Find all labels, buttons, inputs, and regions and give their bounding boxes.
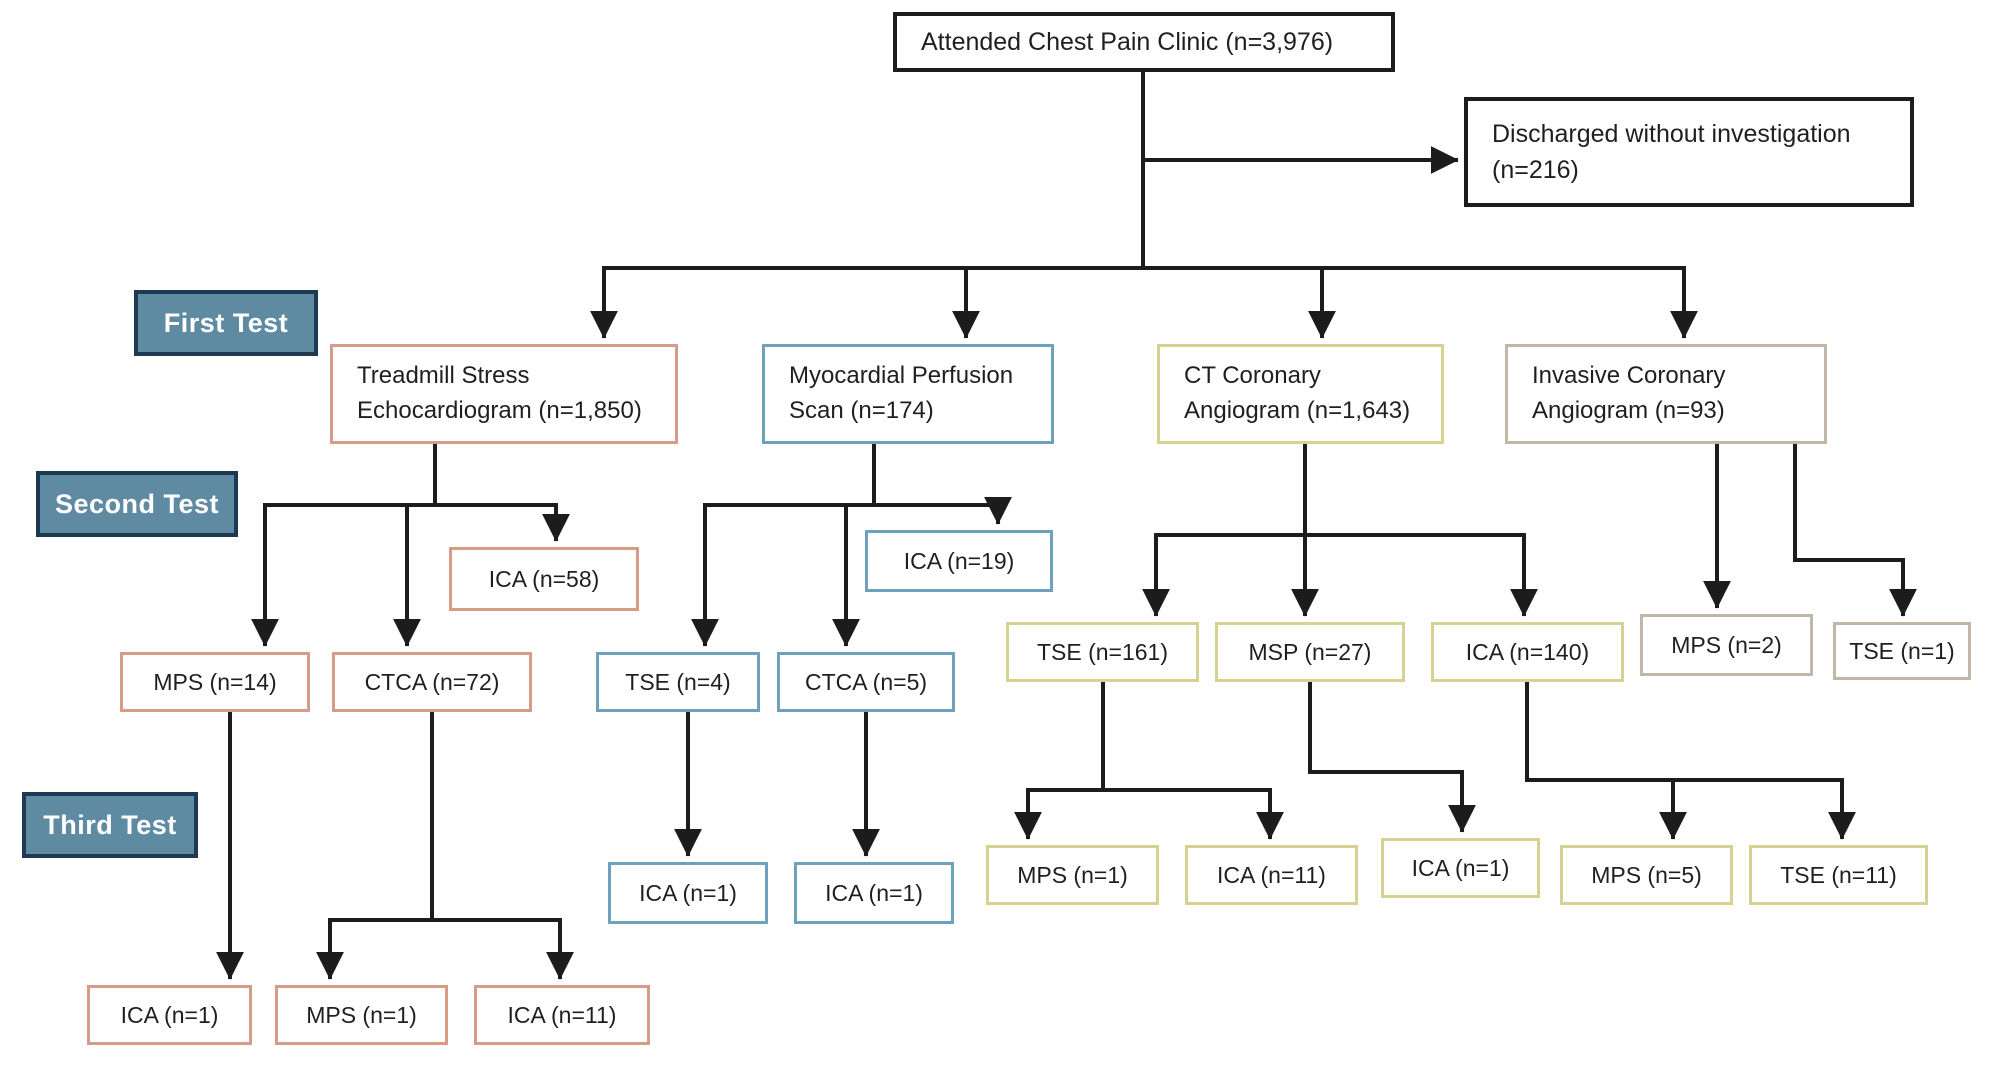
connector-to-ica1c (1308, 680, 1476, 833)
node-ctca-ica-140: ICA (n=140) (1431, 622, 1624, 682)
stage-label-third-test: Third Test (22, 792, 198, 858)
node-tse-ica-58: ICA (n=58) (449, 547, 639, 611)
node-ctca-tse-161: TSE (n=161) (1006, 622, 1199, 682)
connector-to-tse1b (1793, 442, 1917, 617)
node-treadmill-stress-echocardiogram: Treadmill Stress Echocardiogram (n=1,850… (330, 344, 678, 444)
node-ct-coronary-angiogram: CT Coronary Angiogram (n=1,643) (1157, 344, 1444, 444)
connector-ica140-rail (1525, 680, 1844, 782)
node-tse161-ica-11: ICA (n=11) (1185, 845, 1358, 905)
node-ica140-tse-11: TSE (n=11) (1749, 845, 1928, 905)
node-tse161-mps-1: MPS (n=1) (986, 845, 1159, 905)
node-ica-mps-2: MPS (n=2) (1640, 614, 1813, 676)
node-ica-tse-1: TSE (n=1) (1833, 622, 1971, 680)
node-tse-mps-14: MPS (n=14) (120, 652, 310, 712)
node-mps14-ica-1: ICA (n=1) (87, 985, 252, 1045)
node-invasive-coronary-angiogram: Invasive Coronary Angiogram (n=93) (1505, 344, 1827, 444)
node-ctca72-ica-11: ICA (n=11) (474, 985, 650, 1045)
stage-label-second-test: Second Test (36, 471, 238, 537)
node-msp27-ica-1: ICA (n=1) (1381, 838, 1540, 898)
node-mps-ica-19: ICA (n=19) (865, 530, 1053, 592)
node-tse-ctca-72: CTCA (n=72) (332, 652, 532, 712)
node-tse4-ica-1: ICA (n=1) (608, 862, 768, 924)
node-myocardial-perfusion-scan: Myocardial Perfusion Scan (n=174) (762, 344, 1054, 444)
node-mps-tse-4: TSE (n=4) (596, 652, 760, 712)
stage-label-first-test: First Test (134, 290, 318, 356)
node-ctca-msp-27: MSP (n=27) (1215, 622, 1405, 682)
node-ctca5-ica-1: ICA (n=1) (794, 862, 954, 924)
node-mps-ctca-5: CTCA (n=5) (777, 652, 955, 712)
node-ica140-mps-5: MPS (n=5) (1560, 845, 1733, 905)
node-attended-chest-pain-clinic: Attended Chest Pain Clinic (n=3,976) (893, 12, 1395, 72)
node-discharged-without-investigation: Discharged without investigation (n=216) (1464, 97, 1914, 207)
node-ctca72-mps-1: MPS (n=1) (275, 985, 448, 1045)
